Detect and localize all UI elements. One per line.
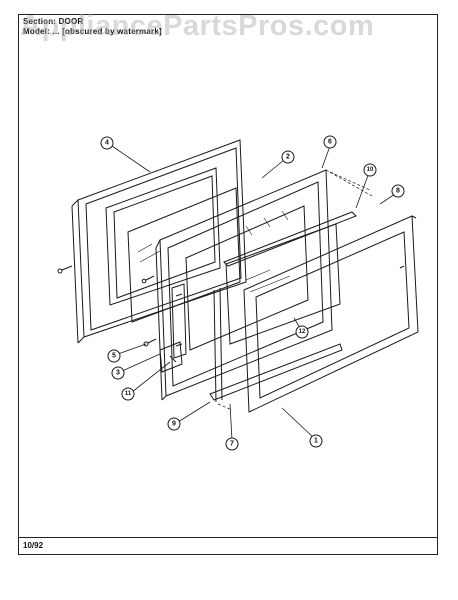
callout-3-circle [111, 366, 125, 380]
callout-1-circle [309, 434, 323, 448]
callout-1-label: 1 [314, 438, 318, 445]
footer-divider [19, 537, 437, 538]
parts-sheet-frame: Section: DOOR Model: ... [obscured by wa… [18, 14, 438, 555]
callout-6-circle [323, 135, 337, 149]
callout-5-circle [107, 349, 121, 363]
door-screws [57, 265, 157, 347]
inner-door-frame [155, 169, 333, 401]
callout-4-circle [100, 136, 114, 150]
section-label: Section: DOOR [23, 17, 84, 26]
callout-12-label: 12 [299, 329, 306, 335]
callout-5-label: 5 [112, 353, 116, 360]
callout-6-label: 6 [328, 139, 332, 146]
callout-9-label: 9 [172, 421, 176, 428]
hinge-bracket [159, 283, 187, 373]
callout-10-circle [363, 163, 377, 177]
callout-10-label: 10 [367, 167, 374, 173]
sheet-header: Section: DOOR Model: ... [obscured by wa… [23, 17, 162, 37]
outer-door-panel [71, 139, 247, 344]
callout-7-circle [225, 437, 239, 451]
front-trim-frame [243, 215, 419, 413]
model-label: Model: ... [obscured by watermark] [23, 27, 162, 36]
callout-4-label: 4 [105, 140, 109, 147]
callout-2-circle [281, 150, 295, 164]
callout-12-circle [295, 325, 309, 339]
callout-11-circle [121, 387, 135, 401]
callout-11-label: 11 [125, 391, 132, 397]
glass-retainer-rails [209, 211, 357, 403]
revision-date: 10/92 [23, 541, 44, 550]
inner-glass-panel [225, 223, 341, 345]
callout-8-label: 8 [396, 188, 400, 195]
callout-8-circle [391, 184, 405, 198]
callout-2-label: 2 [286, 154, 290, 161]
door-glass-rear [127, 187, 241, 323]
callout-leaders [111, 145, 399, 441]
callout-3-label: 3 [116, 370, 120, 377]
callout-7-label: 7 [230, 441, 234, 448]
callout-9-circle [167, 417, 181, 431]
